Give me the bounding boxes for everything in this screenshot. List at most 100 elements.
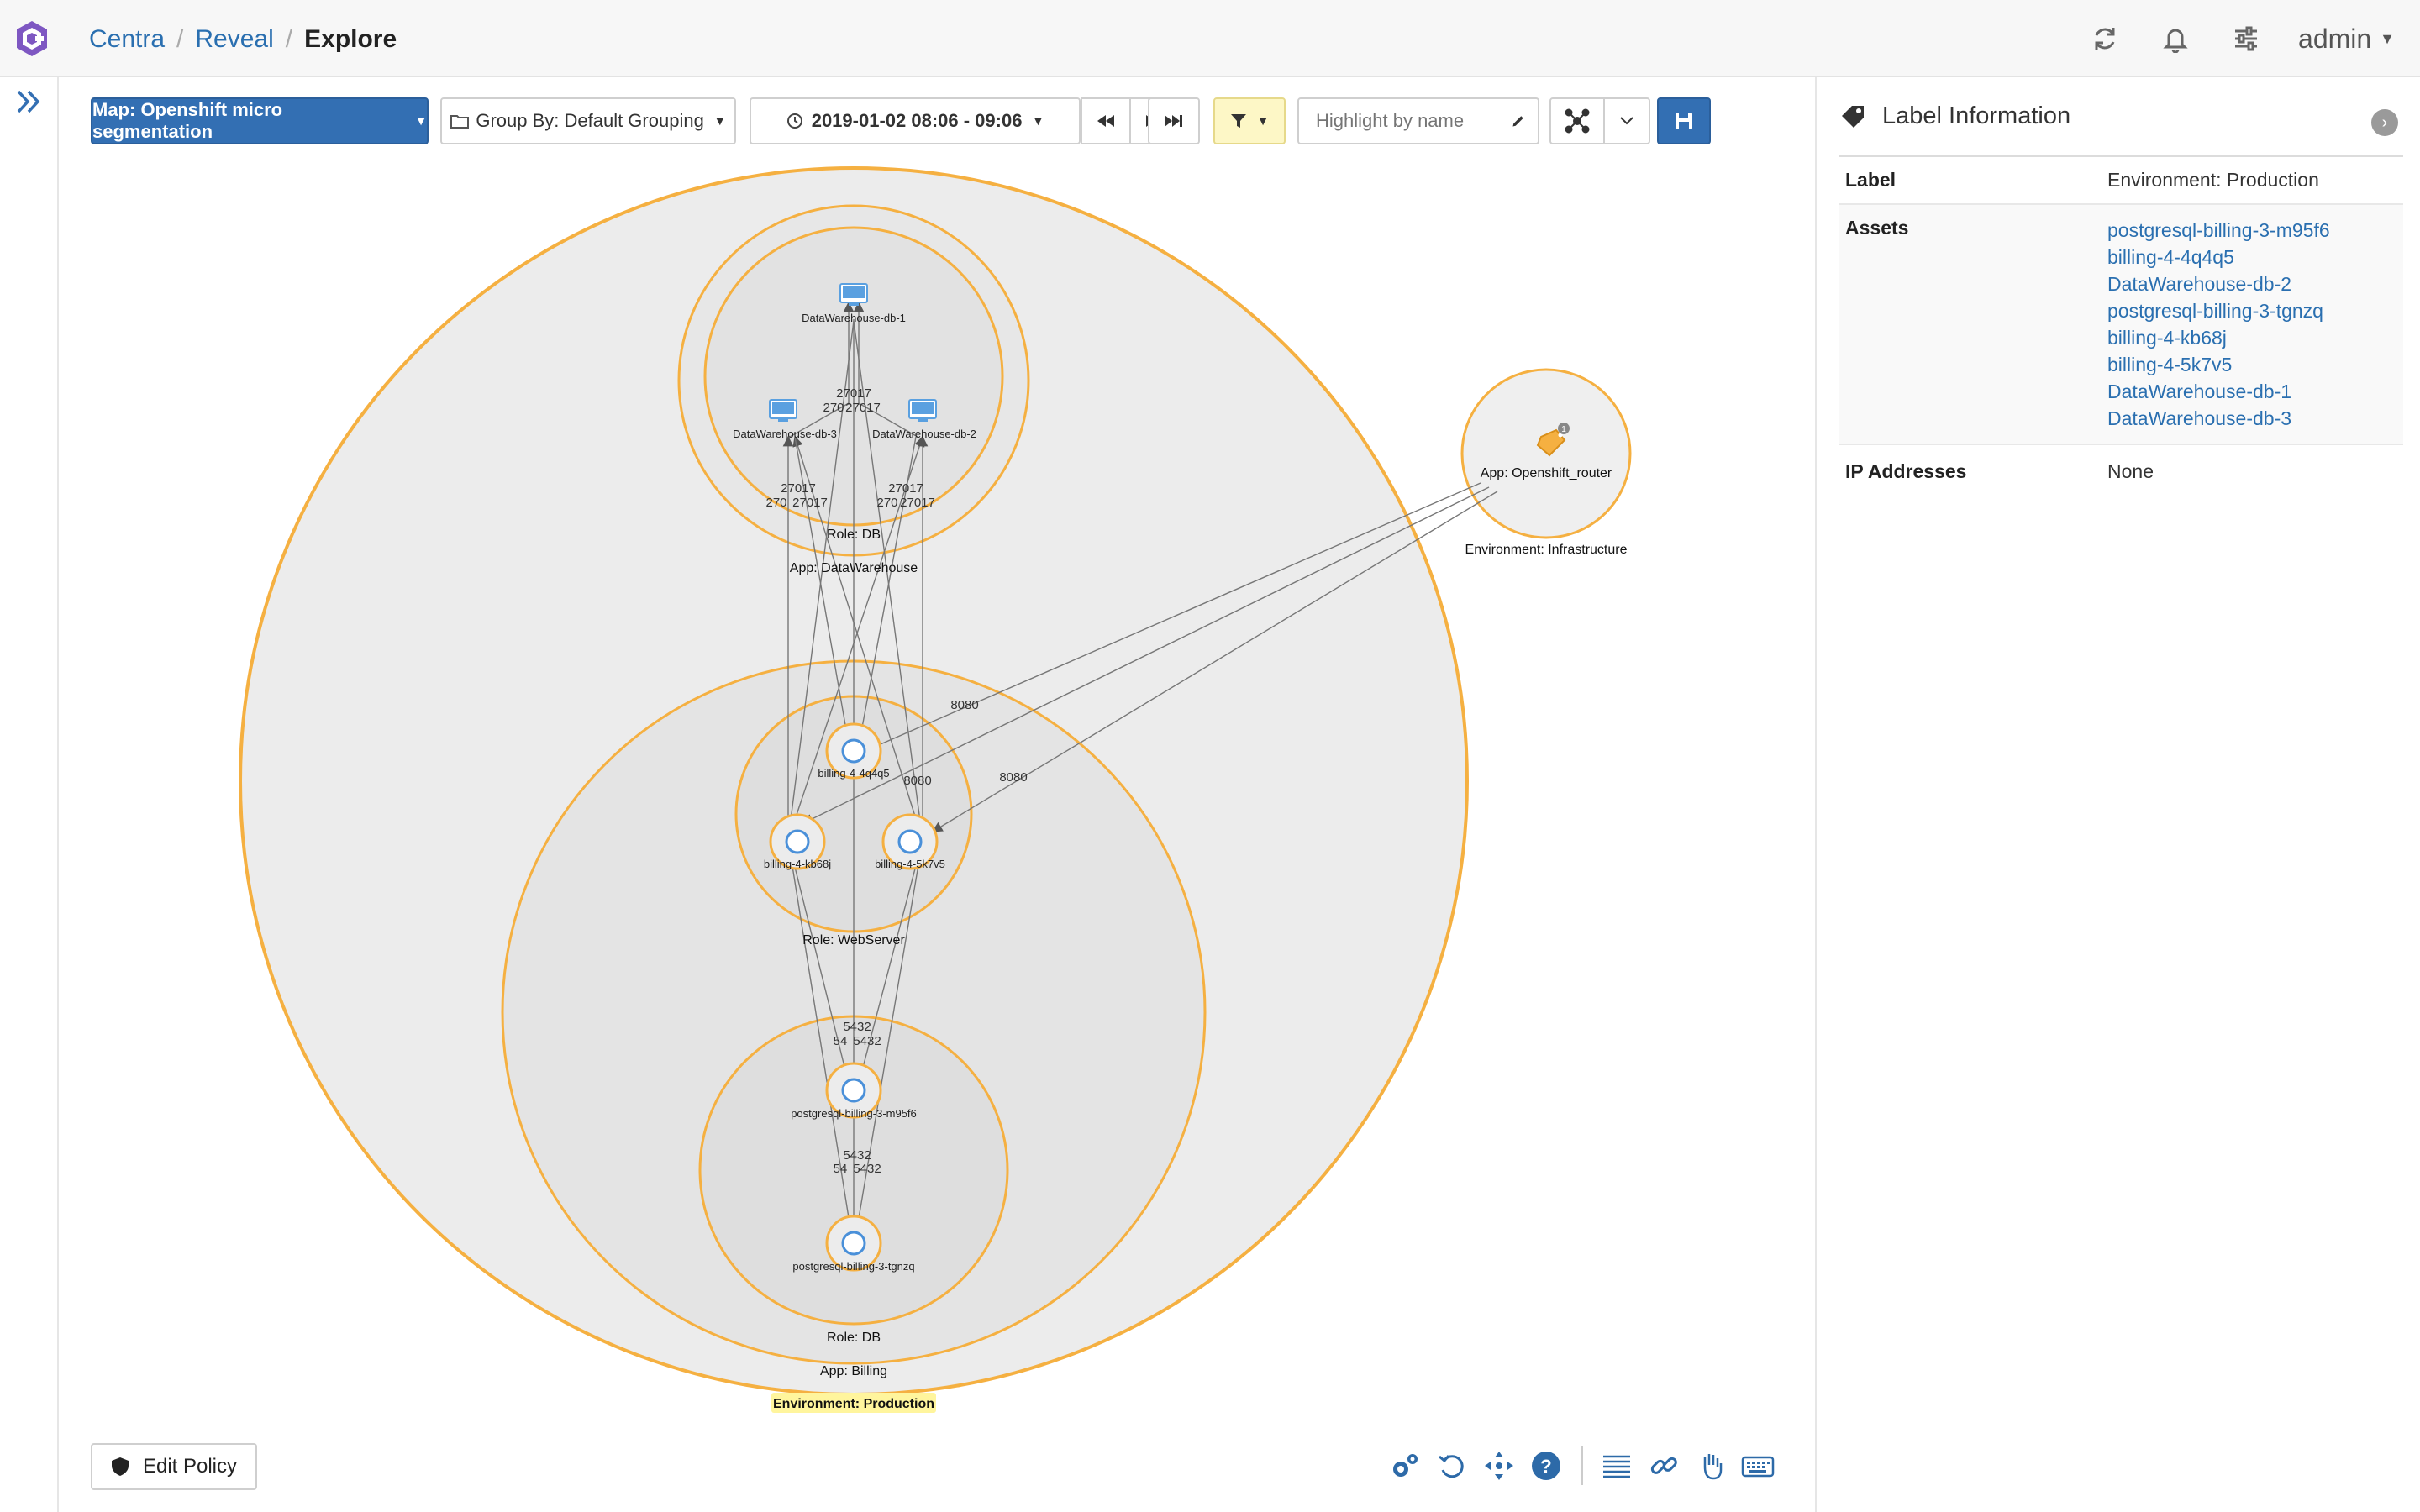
step-forward-icon bbox=[1165, 115, 1182, 127]
time-range-button[interactable]: 2019-01-02 08:06 - 09:06▼ bbox=[750, 97, 1081, 144]
port-label: 270 bbox=[823, 401, 844, 415]
centra-logo[interactable] bbox=[12, 18, 52, 59]
breadcrumb: Centra / Reveal / Explore bbox=[89, 25, 397, 54]
clock-icon bbox=[786, 113, 802, 129]
node-datawarehouse-db-2[interactable]: DataWarehouse-db-2 bbox=[872, 399, 976, 440]
node-datawarehouse-db-1[interactable]: DataWarehouse-db-1 bbox=[802, 283, 906, 324]
node-label: DataWarehouse-db-2 bbox=[872, 428, 976, 440]
layout-button[interactable] bbox=[1549, 97, 1605, 144]
pencil-icon[interactable] bbox=[1511, 112, 1526, 130]
node-label: billing-4-kb68j bbox=[764, 858, 831, 870]
save-icon bbox=[1676, 113, 1692, 129]
svg-text:?: ? bbox=[1540, 1456, 1551, 1477]
ip-row: IP Addresses None bbox=[1839, 444, 2403, 495]
asset-link[interactable]: DataWarehouse-db-3 bbox=[2107, 407, 2292, 429]
caret-down-icon: ▼ bbox=[1257, 114, 1269, 128]
filter-button[interactable]: ▼ bbox=[1213, 97, 1286, 144]
node-billing-4-5k7v5[interactable]: billing-4-5k7v5 bbox=[875, 813, 945, 870]
pod-icon bbox=[841, 1231, 866, 1256]
move-icon[interactable] bbox=[1481, 1447, 1518, 1484]
node-label: DataWarehouse-db-3 bbox=[733, 428, 837, 440]
node-openshift-router[interactable]: 1 App: Openshift_router bbox=[1481, 423, 1612, 480]
port-label: 270 bbox=[876, 496, 897, 510]
monitor-icon bbox=[769, 399, 797, 422]
chevron-down-icon bbox=[1620, 117, 1634, 125]
breadcrumb-reveal[interactable]: Reveal bbox=[195, 25, 274, 53]
breadcrumb-separator: / bbox=[285, 25, 293, 53]
assets-row: Assets postgresql-billing-3-m95f6 billin… bbox=[1839, 203, 2403, 444]
help-icon[interactable]: ? bbox=[1528, 1447, 1565, 1484]
backward-icon bbox=[1097, 115, 1114, 127]
port-label: 27017 bbox=[888, 481, 923, 496]
chevron-right-icon: › bbox=[2381, 113, 2388, 132]
save-button[interactable] bbox=[1657, 97, 1711, 144]
rewind-button[interactable] bbox=[1081, 97, 1131, 144]
node-billing-4-kb68j[interactable]: billing-4-kb68j bbox=[764, 813, 831, 870]
tag-icon: 1 bbox=[1536, 423, 1570, 457]
assets-key: Assets bbox=[1839, 203, 2101, 444]
panel-collapse-button[interactable]: › bbox=[2371, 109, 2398, 136]
ip-key: IP Addresses bbox=[1839, 444, 2101, 495]
ip-value: None bbox=[2101, 444, 2403, 495]
node-postgresql-billing-3-m95f6[interactable]: postgresql-billing-3-m95f6 bbox=[791, 1062, 917, 1120]
env-production-label: Environment: Production bbox=[773, 1397, 934, 1411]
asset-link[interactable]: postgresql-billing-3-m95f6 bbox=[2107, 219, 2330, 241]
asset-link[interactable]: postgresql-billing-3-tgnzq bbox=[2107, 300, 2323, 322]
map-select-button[interactable]: Map: Openshift micro segmentation▼ bbox=[91, 97, 429, 144]
node-billing-4-4q4q5[interactable]: billing-4-4q4q5 bbox=[818, 722, 890, 780]
node-datawarehouse-db-3[interactable]: DataWarehouse-db-3 bbox=[733, 399, 837, 440]
port-label: 5432 bbox=[843, 1020, 871, 1034]
refresh-icon[interactable] bbox=[2086, 20, 2123, 57]
edit-policy-button[interactable]: Edit Policy bbox=[91, 1443, 257, 1490]
bell-icon[interactable] bbox=[2157, 20, 2194, 57]
highlight-input[interactable] bbox=[1314, 109, 1511, 133]
list-icon[interactable] bbox=[1598, 1447, 1635, 1484]
asset-link[interactable]: billing-4-4q4q5 bbox=[2107, 246, 2234, 268]
port-label: 54 bbox=[834, 1034, 848, 1048]
port-label: 27017 bbox=[845, 401, 881, 415]
hand-icon[interactable] bbox=[1692, 1447, 1729, 1484]
port-label: 27017 bbox=[900, 496, 935, 510]
asset-link[interactable]: DataWarehouse-db-2 bbox=[2107, 273, 2292, 295]
group-by-label: Group By: Default Grouping bbox=[476, 110, 704, 131]
node-label: postgresql-billing-3-tgnzq bbox=[792, 1260, 914, 1273]
group-by-button[interactable]: Group By: Default Grouping ▼ bbox=[440, 97, 736, 144]
breadcrumb-separator: / bbox=[176, 25, 184, 53]
caret-down-icon: ▼ bbox=[1032, 114, 1044, 128]
jump-to-now-button[interactable] bbox=[1148, 97, 1200, 144]
layout-dropdown-button[interactable] bbox=[1603, 97, 1650, 144]
breadcrumb-centra[interactable]: Centra bbox=[89, 25, 166, 53]
label-value: Environment: Production bbox=[2101, 155, 2403, 204]
folder-icon bbox=[450, 115, 470, 129]
link-icon[interactable] bbox=[1645, 1447, 1682, 1484]
role-db-top-label: Role: DB bbox=[827, 528, 881, 542]
node-label: postgresql-billing-3-m95f6 bbox=[791, 1107, 917, 1120]
port-label: 27017 bbox=[792, 496, 828, 510]
caret-down-icon: ▼ bbox=[713, 114, 726, 128]
env-infrastructure-group[interactable] bbox=[1460, 368, 1632, 539]
map-tools: ? bbox=[1386, 1445, 1786, 1487]
asset-link[interactable]: DataWarehouse-db-1 bbox=[2107, 381, 2292, 402]
sliders-icon[interactable] bbox=[2228, 20, 2265, 57]
node-postgresql-billing-3-tgnzq[interactable]: postgresql-billing-3-tgnzq bbox=[792, 1215, 915, 1273]
pod-icon bbox=[897, 829, 923, 854]
undo-icon[interactable] bbox=[1434, 1447, 1470, 1484]
label-info-panel: Label Information › Label Environment: P… bbox=[1815, 77, 2420, 1512]
asset-link[interactable]: billing-4-kb68j bbox=[2107, 327, 2227, 349]
double-chevron-right-icon[interactable] bbox=[12, 84, 47, 119]
monitor-icon bbox=[839, 283, 868, 306]
caret-down-icon: ▼ bbox=[415, 114, 427, 128]
app-billing-label: App: Billing bbox=[820, 1364, 887, 1378]
node-label: billing-4-5k7v5 bbox=[875, 858, 945, 870]
monitor-icon bbox=[908, 399, 937, 422]
asset-link[interactable]: billing-4-5k7v5 bbox=[2107, 354, 2233, 375]
user-menu[interactable]: admin ▼ bbox=[2298, 24, 2395, 55]
network-map[interactable]: 27017 270 27017 27017 270 27017 27017 27… bbox=[60, 151, 1808, 1428]
filter-icon bbox=[1231, 114, 1247, 128]
port-label: 5432 bbox=[853, 1162, 881, 1176]
top-actions: admin ▼ bbox=[2086, 0, 2420, 77]
network-map-canvas[interactable]: 27017 270 27017 27017 270 27017 27017 27… bbox=[60, 151, 1808, 1428]
keyboard-icon[interactable] bbox=[1739, 1447, 1776, 1484]
user-name: admin bbox=[2298, 23, 2372, 54]
gears-icon[interactable] bbox=[1386, 1447, 1423, 1484]
